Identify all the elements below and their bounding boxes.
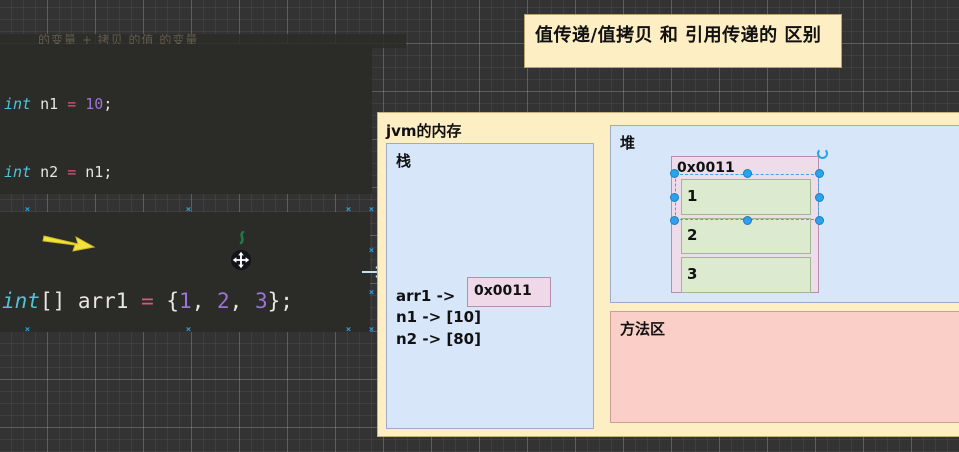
code-token: = [67, 162, 77, 181]
selection-dashed-border [675, 174, 819, 220]
resize-handle-nw[interactable] [670, 169, 679, 178]
code-panel-value-copy[interactable]: int n1 = 10; int n2 = n1; n2 = 80; Syste… [0, 44, 372, 194]
code-token: n2 [31, 162, 68, 181]
code-token: , [229, 289, 255, 313]
selection-marker[interactable]: × [345, 325, 352, 335]
code-token: 2 [217, 289, 230, 313]
code-line: int n1 = 10; [4, 93, 372, 116]
yellow-arrow-annotation [42, 235, 96, 252]
code-token: 1 [179, 289, 192, 313]
selection-marker[interactable]: × [24, 205, 31, 215]
selection-marker[interactable]: × [368, 205, 375, 215]
page-title: 值传递/值拷贝 和 引用传递的 区别 [535, 25, 822, 46]
resize-handle-sw[interactable] [670, 216, 679, 225]
array-cell-2[interactable]: 3 [681, 257, 811, 293]
code-token: , [191, 289, 217, 313]
stack-box[interactable]: 栈 arr1 -> n1 -> [10] n2 -> [80] 0x0011 [386, 143, 594, 429]
selection-marker[interactable]: × [185, 325, 192, 335]
code-token: = [67, 95, 77, 113]
code-token: int [4, 162, 32, 181]
selection-marker[interactable]: × [345, 205, 352, 215]
code-panel-reference-pass[interactable]: int[] arr1 = {1, 2, 3}; int[] arr2 = arr… [0, 212, 370, 332]
code-token: { [153, 289, 180, 313]
heap-object-address: 0x0011 [677, 160, 735, 176]
code-token: }; [267, 289, 293, 313]
code-token: ; [103, 95, 113, 113]
array-cell-0[interactable]: 1 [681, 179, 811, 215]
code-line: int n2 = n1; [4, 161, 372, 184]
resize-handle-e[interactable] [815, 193, 824, 202]
selection-marker[interactable]: × [368, 246, 375, 256]
stack-address-value: 0x0011 [474, 283, 532, 299]
array-cell-value: 1 [687, 187, 698, 205]
code-token [76, 95, 85, 113]
method-area-box[interactable]: 方法区 [610, 311, 959, 423]
code-token: n1 [31, 95, 68, 113]
move-cursor-icon [230, 249, 252, 271]
jvm-memory-panel[interactable]: jvm的内存 栈 arr1 -> n1 -> [10] n2 -> [80] 0… [377, 112, 959, 437]
stack-label: 栈 [396, 152, 412, 170]
resize-handle-w[interactable] [670, 193, 679, 202]
title-card[interactable]: 值传递/值拷贝 和 引用传递的 区别 [524, 14, 842, 68]
resize-handle-se[interactable] [815, 216, 824, 225]
stack-entry-arr1: arr1 -> [396, 287, 456, 305]
selection-marker[interactable]: × [24, 325, 31, 335]
heap-box[interactable]: 堆 0x0011 1 2 3 [610, 125, 959, 303]
code-line: int[] arr1 = {1, 2, 3}; [2, 284, 370, 319]
code-token: int [4, 95, 32, 113]
resize-handle-ne[interactable] [815, 169, 824, 178]
selection-marker[interactable]: × [368, 288, 375, 298]
jvm-panel-label: jvm的内存 [386, 122, 462, 140]
stack-address-chip[interactable]: 0x0011 [467, 277, 551, 307]
heap-label: 堆 [620, 134, 636, 152]
selection-marker[interactable]: × [368, 325, 375, 335]
selection-overlay-array-cell-0[interactable] [670, 169, 824, 225]
code-token: int [2, 289, 40, 313]
array-cell-value: 2 [687, 226, 698, 244]
stack-entry-n1: n1 -> [10] [396, 308, 481, 326]
array-cell-value: 3 [687, 265, 698, 283]
rotate-handle-icon[interactable] [817, 148, 828, 159]
drag-tail-icon [239, 231, 245, 245]
code-token: 3 [254, 289, 268, 313]
code-token: 10 [85, 95, 104, 113]
code-token: [] arr1 [39, 289, 142, 313]
resize-handle-n[interactable] [743, 169, 752, 178]
stack-entry-n2: n2 -> [80] [396, 330, 481, 348]
selection-marker[interactable]: × [185, 205, 192, 215]
method-area-label: 方法区 [620, 320, 666, 338]
code-token: n1; [76, 162, 113, 181]
resize-handle-s[interactable] [743, 216, 752, 225]
code-token: = [141, 289, 154, 313]
